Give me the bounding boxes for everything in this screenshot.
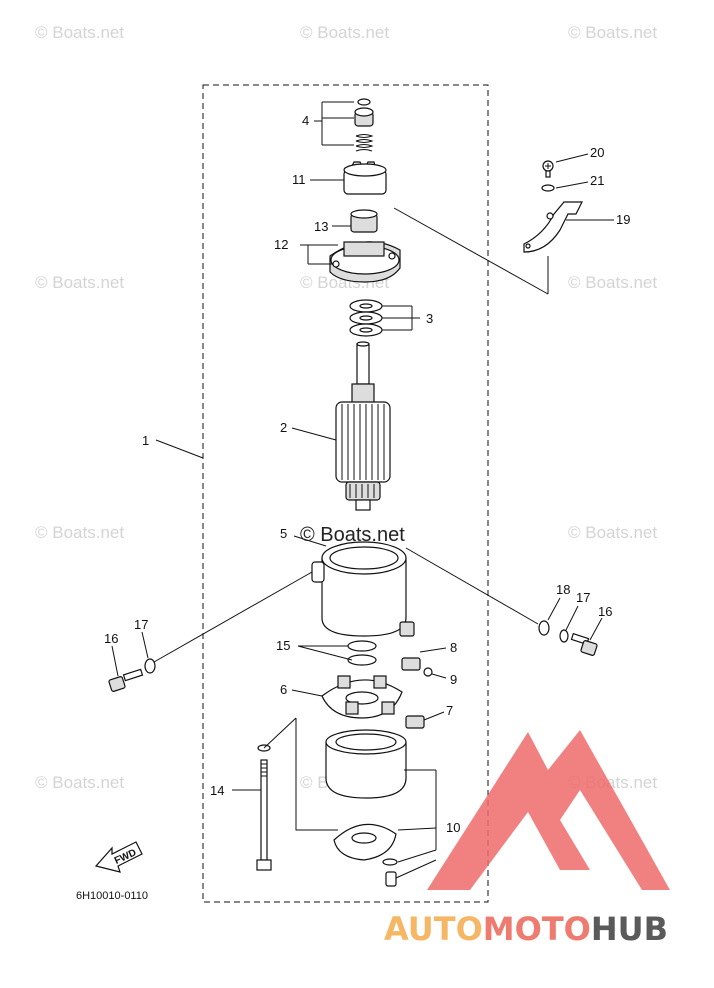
part-21-washer[interactable] xyxy=(541,181,589,192)
fwd-arrow: FWD xyxy=(94,841,143,873)
callout-7[interactable]: 7 xyxy=(446,703,453,718)
part-5-yoke[interactable] xyxy=(293,535,415,637)
watermark: © Boats.net xyxy=(568,23,657,42)
callout-6[interactable]: 6 xyxy=(280,682,287,697)
part-7-brush[interactable] xyxy=(405,711,445,729)
alignment-lines xyxy=(153,207,549,663)
callout-19[interactable]: 19 xyxy=(616,212,630,227)
callout-9[interactable]: 9 xyxy=(450,672,457,687)
watermark: © Boats.net xyxy=(35,23,124,42)
fwd-arrow-icon xyxy=(94,841,143,873)
callout-15[interactable]: 15 xyxy=(276,638,290,653)
callout-16-left[interactable]: 16 xyxy=(104,631,118,646)
part-2-armature[interactable] xyxy=(291,341,391,511)
callout-20[interactable]: 20 xyxy=(590,145,604,160)
part-19-bracket[interactable] xyxy=(523,201,614,253)
leader-1 xyxy=(155,439,204,459)
part-16-bolt-left[interactable] xyxy=(108,645,144,692)
part-13-bushing[interactable] xyxy=(332,209,378,233)
callout-17-left[interactable]: 17 xyxy=(134,617,148,632)
callout-17-right[interactable]: 17 xyxy=(576,590,590,605)
callout-11[interactable]: 11 xyxy=(292,172,306,187)
brand-part-moto: MOTO xyxy=(483,910,591,948)
callout-5[interactable]: 5 xyxy=(280,526,287,541)
callout-12[interactable]: 12 xyxy=(274,237,288,252)
center-watermark: © Boats.net xyxy=(300,524,405,546)
callout-1[interactable]: 1 xyxy=(142,433,149,448)
callout-14[interactable]: 14 xyxy=(210,783,224,798)
callout-21[interactable]: 21 xyxy=(590,173,604,188)
callout-3[interactable]: 3 xyxy=(426,311,433,326)
fwd-label: FWD xyxy=(113,847,138,867)
part-16-bolt-right[interactable] xyxy=(570,617,603,656)
brand-logo: AUTOMOTOHUB xyxy=(384,730,670,948)
callout-2[interactable]: 2 xyxy=(280,420,287,435)
callout-10[interactable]: 10 xyxy=(446,820,460,835)
brand-part-hub: HUB xyxy=(591,910,668,948)
part-17-washer-left[interactable] xyxy=(141,631,156,674)
svg-text:AUTOMOTOHUB: AUTOMOTOHUB xyxy=(384,910,668,948)
assembly-boundary xyxy=(202,84,489,903)
part-12-front-bracket[interactable] xyxy=(300,241,401,283)
brand-part-auto: AUTO xyxy=(384,910,483,948)
part-14-through-bolt[interactable] xyxy=(232,717,338,871)
watermark: © Boats.net xyxy=(35,773,124,792)
watermark: © Boats.net xyxy=(35,523,124,542)
part-3-washers[interactable] xyxy=(349,299,420,337)
callout-4[interactable]: 4 xyxy=(302,113,309,128)
part-4-group[interactable] xyxy=(314,98,374,152)
part-18-washer-right[interactable] xyxy=(538,597,561,636)
callout-layer: 1 2 3 4 5 6 7 8 9 10 11 12 13 14 15 16 1… xyxy=(104,113,630,835)
watermark: © Boats.net xyxy=(568,273,657,292)
watermark: © Boats.net xyxy=(35,273,124,292)
part-11-pinion[interactable] xyxy=(310,161,387,195)
part-6-brush-holder[interactable] xyxy=(291,675,403,719)
watermark: © Boats.net xyxy=(300,23,389,42)
part-15-o-ring[interactable] xyxy=(297,640,377,666)
part-17-washer-right[interactable] xyxy=(559,605,579,643)
callout-13[interactable]: 13 xyxy=(314,219,328,234)
part-8-brush[interactable] xyxy=(401,647,447,671)
callout-8[interactable]: 8 xyxy=(450,640,457,655)
part-10-end-cover[interactable] xyxy=(325,729,437,887)
part-20-screw[interactable] xyxy=(542,153,589,178)
watermark: © Boats.net xyxy=(568,523,657,542)
brand-logo-icon xyxy=(427,730,670,890)
callout-16-right[interactable]: 16 xyxy=(598,604,612,619)
part-9-screw[interactable] xyxy=(423,667,447,679)
diagram-code: 6H10010-0110 xyxy=(76,890,148,902)
callout-18[interactable]: 18 xyxy=(556,582,570,597)
